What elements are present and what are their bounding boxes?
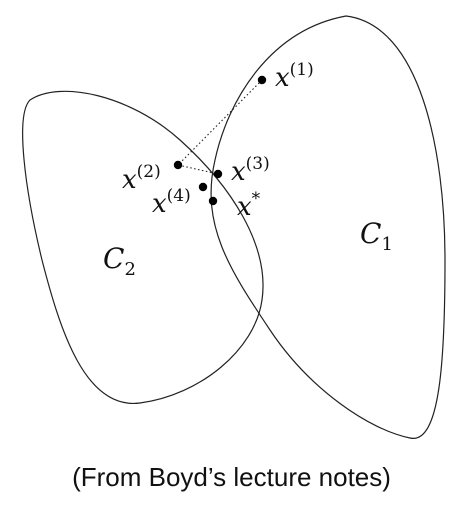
label-c1: C1	[360, 217, 393, 255]
point-x2	[173, 160, 183, 170]
point-x1	[257, 75, 267, 85]
point-x4	[198, 182, 208, 192]
label-x2: x(2)	[122, 162, 161, 195]
label-x3: x(3)	[231, 154, 270, 187]
set-c2-boundary	[22, 90, 264, 404]
alternating-projections-diagram: x(1) x(2) x(3) x(4) x* C1 C2	[22, 15, 446, 439]
label-c2: C2	[103, 242, 136, 280]
point-xstar	[208, 196, 218, 206]
label-xstar: x*	[237, 189, 261, 222]
set-c1-boundary	[210, 15, 446, 439]
point-x3	[213, 169, 223, 179]
figure-caption: (From Boyd’s lecture notes)	[72, 462, 391, 492]
label-x4: x(4)	[152, 186, 191, 219]
label-x1: x(1)	[275, 60, 314, 93]
